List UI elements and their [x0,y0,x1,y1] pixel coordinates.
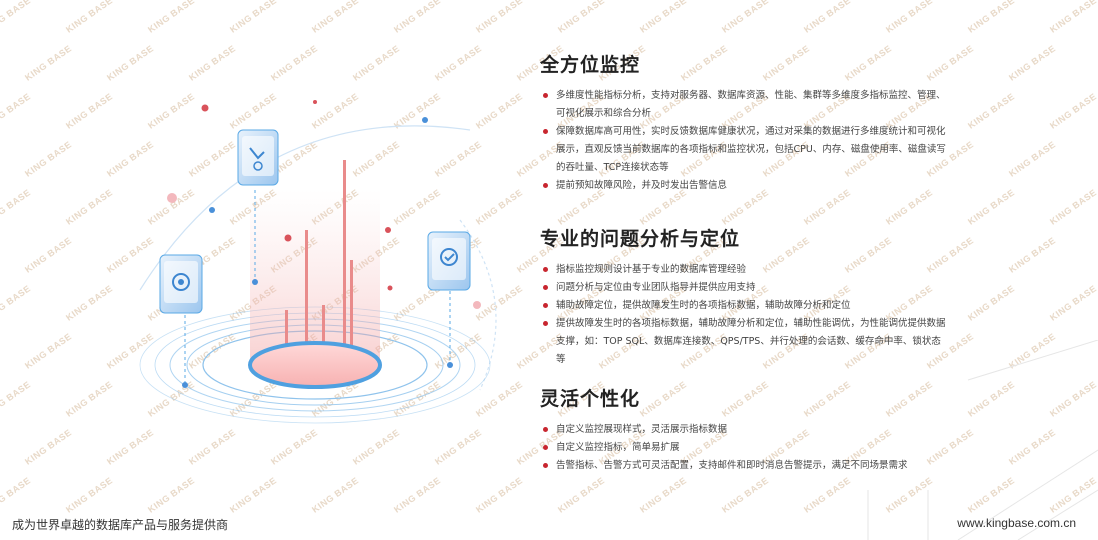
watermark-text: KING BASE [228,0,279,35]
bullet-dot-icon [543,93,548,98]
metric-bars [285,160,353,355]
bullet-dot-icon [543,321,548,326]
watermark-text: KING BASE [1007,235,1058,275]
orbit-arc [139,125,471,291]
watermark-text: KING BASE [64,0,115,35]
bullet-dot-icon [543,285,548,290]
watermark-text: KING BASE [146,0,197,35]
watermark-text: KING BASE [23,427,74,467]
bullet-dot-icon [543,267,548,272]
watermark-text: KING BASE [966,187,1017,227]
monitoring-illustration [139,100,497,424]
section-title: 专业的问题分析与定位 [540,228,741,250]
bullet-list: 指标监控规则设计基于专业的数据库管理经验 问题分析与定位由专业团队指导并提供应用… [540,261,950,369]
watermark-text: KING BASE [474,475,525,515]
list-item: 自定义监控指标，简单易扩展 [540,439,950,457]
section-monitoring: 全方位监控 多维度性能指标分析，支持对服务器、数据库资源、性能、集群等多维度多指… [540,50,950,195]
watermark-text: KING BASE [310,0,361,35]
watermark-text: KING BASE [638,475,689,515]
watermark-text: KING BASE [0,379,33,419]
bullet-dot-icon [543,183,548,188]
watermark-text: KING BASE [1048,0,1098,35]
bullet-list: 多维度性能指标分析，支持对服务器、数据库资源、性能、集群等多维度多指标监控、管理… [540,87,950,195]
list-item: 多维度性能指标分析，支持对服务器、数据库资源、性能、集群等多维度多指标监控、管理… [540,87,950,123]
list-item: 自定义监控展现样式，灵活展示指标数据 [540,421,950,439]
watermark-text: KING BASE [556,475,607,515]
decorative-lines [867,340,1098,540]
list-item: 保障数据库高可用性，实时反馈数据库健康状况，通过对采集的数据进行多维度统计和可视… [540,123,950,177]
watermark-text: KING BASE [392,0,443,35]
watermark-text: KING BASE [638,0,689,35]
watermark-text: KING BASE [0,187,33,227]
watermark-text: KING BASE [310,475,361,515]
watermark-text: KING BASE [884,0,935,35]
watermark-text: KING BASE [966,91,1017,131]
bullet-dot-icon [543,463,548,468]
watermark-text: KING BASE [966,0,1017,35]
watermark-text: KING BASE [966,283,1017,323]
watermark-text: KING BASE [1048,187,1098,227]
watermark-text: KING BASE [23,331,74,371]
watermark-text: KING BASE [228,475,279,515]
footer-slogan: 成为世界卓越的数据库产品与服务提供商 [12,518,229,532]
bullet-list: 自定义监控展现样式，灵活展示指标数据 自定义监控指标，简单易扩展 告警指标、告警… [540,421,950,475]
analytics-icon [237,129,279,186]
watermark-text: KING BASE [1048,283,1098,323]
watermark-text: KING BASE [0,91,33,131]
bullet-dot-icon [543,303,548,308]
watermark-text: KING BASE [556,0,607,35]
watermark-text: KING BASE [146,475,197,515]
watermark-text: KING BASE [1007,43,1058,83]
watermark-text: KING BASE [23,139,74,179]
list-item: 提前预知故障风险，并及时发出告警信息 [540,177,950,195]
monitor-icon [159,254,203,314]
watermark-text: KING BASE [0,283,33,323]
watermark-text: KING BASE [1007,139,1058,179]
list-item: 辅助故障定位，提供故障发生时的各项指标数据，辅助故障分析和定位 [540,297,950,315]
watermark-text: KING BASE [802,0,853,35]
footer-website-link[interactable]: www.kingbase.com.cn [957,516,1076,530]
watermark-text: KING BASE [23,43,74,83]
list-item: 告警指标、告警方式可灵活配置，支持邮件和即时消息告警提示，满足不同场景需求 [540,457,950,475]
watermark-text: KING BASE [0,0,33,35]
watermark-text: KING BASE [23,235,74,275]
watermark-text: KING BASE [392,475,443,515]
section-title: 全方位监控 [540,54,641,76]
watermark-text: KING BASE [474,0,525,35]
watermark-text: KING BASE [64,475,115,515]
list-item: 指标监控规则设计基于专业的数据库管理经验 [540,261,950,279]
section-title: 灵活个性化 [540,388,641,410]
watermark-text: KING BASE [720,475,771,515]
bullet-dot-icon [543,427,548,432]
section-analysis: 专业的问题分析与定位 指标监控规则设计基于专业的数据库管理经验 问题分析与定位由… [540,224,950,369]
list-item: 提供故障发生时的各项指标数据，辅助故障分析和定位，辅助性能调优，为性能调优提供数… [540,315,950,369]
list-item: 问题分析与定位由专业团队指导并提供应用支持 [540,279,950,297]
bullet-dot-icon [543,445,548,450]
security-icon [427,231,471,291]
watermark-text: KING BASE [720,0,771,35]
bullet-dot-icon [543,129,548,134]
section-flexible: 灵活个性化 自定义监控展现样式，灵活展示指标数据 自定义监控指标，简单易扩展 告… [540,384,950,475]
watermark-text: KING BASE [0,475,33,515]
watermark-text: KING BASE [1048,91,1098,131]
